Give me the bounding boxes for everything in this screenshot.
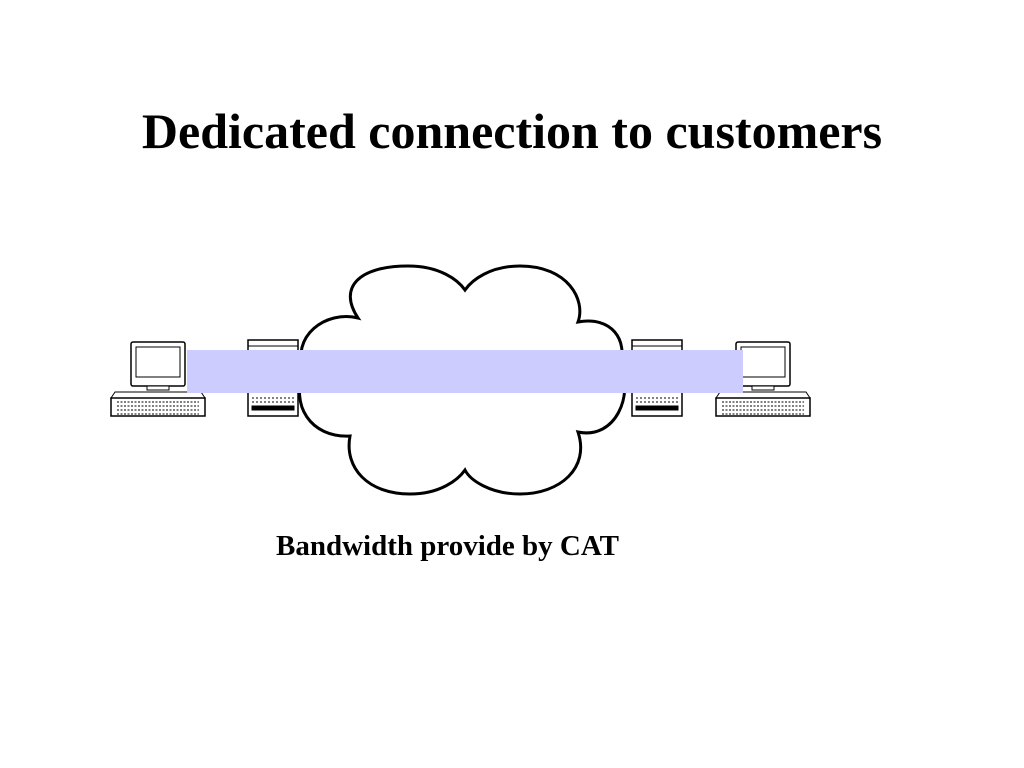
slide-title: Dedicated connection to customers (141, 103, 883, 159)
dedicated-bandwidth-pipe (187, 350, 743, 393)
bandwidth-caption: Bandwidth provide by CAT (276, 530, 620, 562)
